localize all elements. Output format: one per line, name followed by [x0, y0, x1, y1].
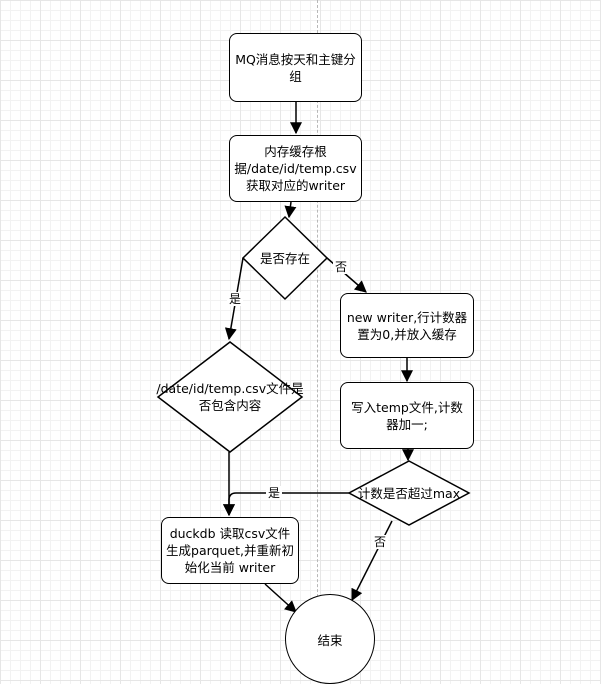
- dashed-guide-line: [317, 0, 318, 672]
- over-max-decision-label[interactable]: 计数是否超过max: [357, 485, 461, 501]
- has-content-decision-label[interactable]: /date/id/temp.csv文件是否包含内容: [156, 381, 304, 413]
- duckdb-convert-node[interactable]: duckdb 读取csv文件生成parquet,并重新初始化当前 writer: [161, 517, 299, 584]
- edge-label-exists-yes: 是: [227, 292, 244, 306]
- over-max-diamond-shape: [347, 460, 471, 526]
- end-node[interactable]: 结束: [285, 594, 375, 684]
- cache-lookup-node[interactable]: 内存缓存根据/date/id/temp.csv获取对应的writer: [229, 135, 362, 202]
- mq-grouping-node[interactable]: MQ消息按天和主键分组: [229, 33, 362, 102]
- edge-label-max-no: 否: [372, 535, 389, 549]
- edge-label-content-yes: 是: [266, 486, 283, 500]
- has-content-diamond-shape: [156, 341, 304, 453]
- edge-duckdb-to-end: [264, 583, 297, 613]
- exists-decision-label[interactable]: 是否存在: [259, 250, 310, 266]
- edge-over-max-to-end: [351, 520, 393, 602]
- edge-cache-to-exists: [284, 201, 297, 219]
- new-writer-node[interactable]: new writer,行计数器置为0,并放入缓存: [340, 293, 474, 358]
- exists-diamond-shape: [241, 215, 329, 301]
- edge-label-exists-no: 否: [333, 260, 350, 274]
- edge-over-max-to-duckdb: [223, 492, 349, 517]
- write-temp-node[interactable]: 写入temp文件,计数器加一;: [340, 382, 474, 449]
